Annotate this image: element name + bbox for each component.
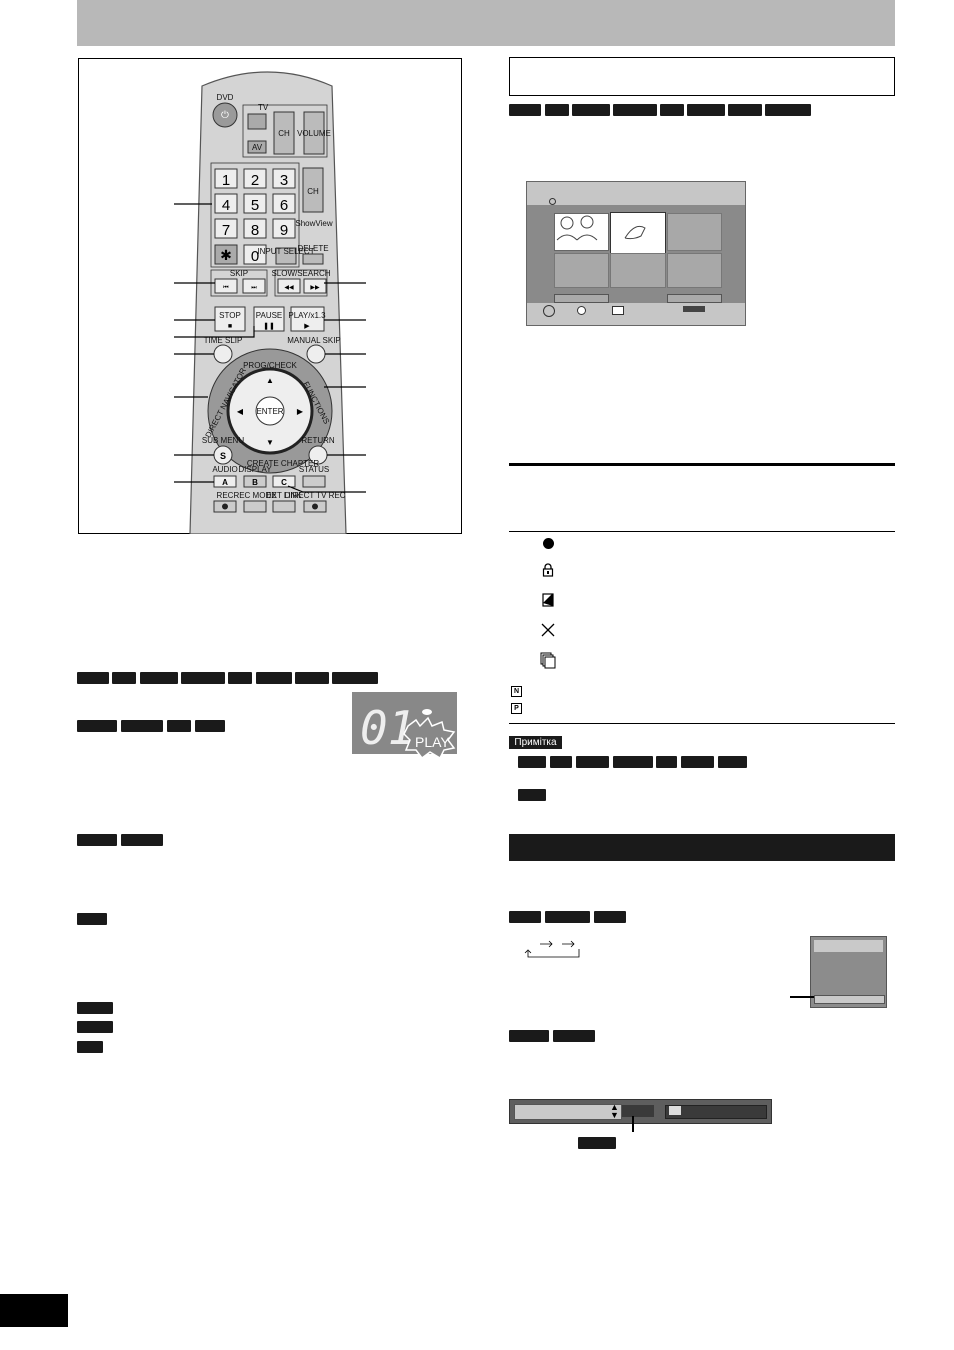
svg-text:SUB MENU: SUB MENU [202, 436, 244, 445]
svg-text:▼: ▼ [266, 438, 274, 447]
svg-text:TIME SLIP: TIME SLIP [204, 336, 243, 345]
svg-text:▶: ▶ [304, 323, 310, 330]
svg-text:⏮: ⏮ [223, 285, 229, 291]
svg-text:9: 9 [280, 222, 288, 239]
disc-icon [422, 709, 432, 715]
disc-tag-5 [77, 1002, 113, 1014]
svg-text:4: 4 [222, 197, 230, 214]
svg-text:8: 8 [251, 222, 259, 239]
callout-line [790, 996, 814, 998]
circle-button-icon [577, 306, 586, 315]
svg-text:B: B [252, 478, 258, 487]
cross-icon [538, 620, 558, 640]
dolby-icon [669, 1106, 681, 1115]
note-label: Примітка [509, 736, 562, 749]
svg-text:AUDIO: AUDIO [212, 465, 237, 474]
svg-text:PLAY/x1.3: PLAY/x1.3 [288, 311, 326, 320]
svg-text:CH: CH [278, 129, 290, 138]
svg-text:S: S [220, 451, 226, 461]
svg-text:STOP: STOP [219, 311, 241, 320]
svg-text:5: 5 [251, 197, 259, 214]
callout-lines-right [287, 282, 366, 493]
dvd-label: DVD [217, 93, 234, 102]
svg-text:01: 01 [360, 701, 415, 755]
multi-title-icon [538, 651, 558, 671]
recording-icon [538, 533, 558, 553]
svg-text:0: 0 [251, 248, 259, 265]
svg-text:PLAY: PLAY [415, 734, 450, 750]
disc-tag-7 [77, 1041, 103, 1053]
svg-text:1: 1 [222, 172, 230, 189]
cycle-arrows [524, 940, 580, 958]
svg-text:▶▶: ▶▶ [310, 285, 320, 291]
lock-icon [538, 560, 558, 580]
svg-text:CREATE CHAPTER: CREATE CHAPTER [247, 459, 320, 468]
callout-line-2 [632, 1116, 634, 1132]
svg-text:❚❚: ❚❚ [263, 322, 275, 330]
page-number-tab [0, 1294, 68, 1327]
note-disc-tag-2 [518, 789, 546, 801]
disc-icon [549, 198, 556, 205]
svg-text:INPUT SELECT: INPUT SELECT [257, 247, 314, 256]
svg-text:REC MODE: REC MODE [233, 491, 276, 500]
svg-text:C: C [281, 478, 287, 487]
svg-text:AV: AV [252, 143, 263, 152]
disc-tag-status [578, 1137, 616, 1149]
table-header-rule [509, 531, 895, 532]
svg-text:SLOW/SEARCH: SLOW/SEARCH [271, 269, 330, 278]
thumbnail-drawings [556, 215, 646, 241]
svg-text:EXT LINK: EXT LINK [266, 491, 302, 500]
remote-control: ⏻ DVD TV AV CH VOLUME 1 2 3 4 5 6 7 8 9 … [174, 71, 366, 534]
audio-menu-panel [810, 936, 887, 1008]
svg-text:7: 7 [222, 222, 230, 239]
disc-tag-4 [77, 913, 107, 925]
svg-text:CH: CH [307, 187, 319, 196]
number-pad: 1 2 3 4 5 6 7 8 9 ✱ 0 [214, 168, 296, 265]
svg-text:■: ■ [228, 323, 232, 330]
svg-text:DIRECT TV REC: DIRECT TV REC [284, 491, 345, 500]
skip-buttons-icon [683, 306, 705, 312]
svg-text:2: 2 [251, 172, 259, 189]
section-heading-box [509, 57, 895, 96]
gear-icon [543, 305, 555, 317]
svg-text:6: 6 [280, 197, 288, 214]
damaged-icon [538, 590, 558, 610]
svg-text:ShowView: ShowView [295, 219, 332, 228]
p-icon: P [511, 703, 522, 714]
up-down-arrows-icon: ▲▼ [610, 1102, 619, 1120]
svg-text:▶: ▶ [297, 407, 304, 416]
svg-text:◀◀: ◀◀ [284, 285, 294, 291]
svg-text:PROG/CHECK: PROG/CHECK [243, 361, 297, 370]
note-rule [509, 723, 895, 724]
svg-text:DELETE: DELETE [297, 244, 328, 253]
svg-text:RETURN: RETURN [301, 436, 335, 445]
section-bar [509, 834, 895, 861]
table-top-rule [509, 463, 895, 466]
n-icon: N [511, 686, 522, 697]
svg-text:◀: ◀ [237, 407, 244, 416]
svg-text:VOLUME: VOLUME [297, 129, 331, 138]
svg-text:⏭: ⏭ [251, 285, 257, 291]
svg-text:3: 3 [280, 172, 288, 189]
svg-text:A: A [222, 478, 228, 487]
svg-text:SKIP: SKIP [230, 269, 248, 278]
svg-text:✱: ✱ [220, 247, 232, 263]
thumbnail-menu-screen [526, 181, 746, 326]
callout-lines-left [174, 203, 255, 483]
svg-text:▲: ▲ [266, 376, 274, 385]
front-panel-graphic: 01 PLAY [360, 701, 456, 760]
svg-text:ENTER: ENTER [256, 407, 283, 416]
svg-text:TV: TV [258, 103, 269, 112]
svg-text:STATUS: STATUS [299, 465, 329, 474]
power-icon: ⏻ [221, 110, 229, 121]
svg-text:REC: REC [217, 491, 234, 500]
svg-text:PAUSE: PAUSE [256, 311, 283, 320]
status-bar: ▲▼ [509, 1099, 772, 1124]
disc-tag-6 [77, 1021, 113, 1033]
svg-text:MANUAL SKIP: MANUAL SKIP [287, 336, 341, 345]
header-band [77, 0, 895, 46]
stop-button-icon [612, 306, 624, 315]
svg-text:DISPLAY: DISPLAY [238, 465, 272, 474]
